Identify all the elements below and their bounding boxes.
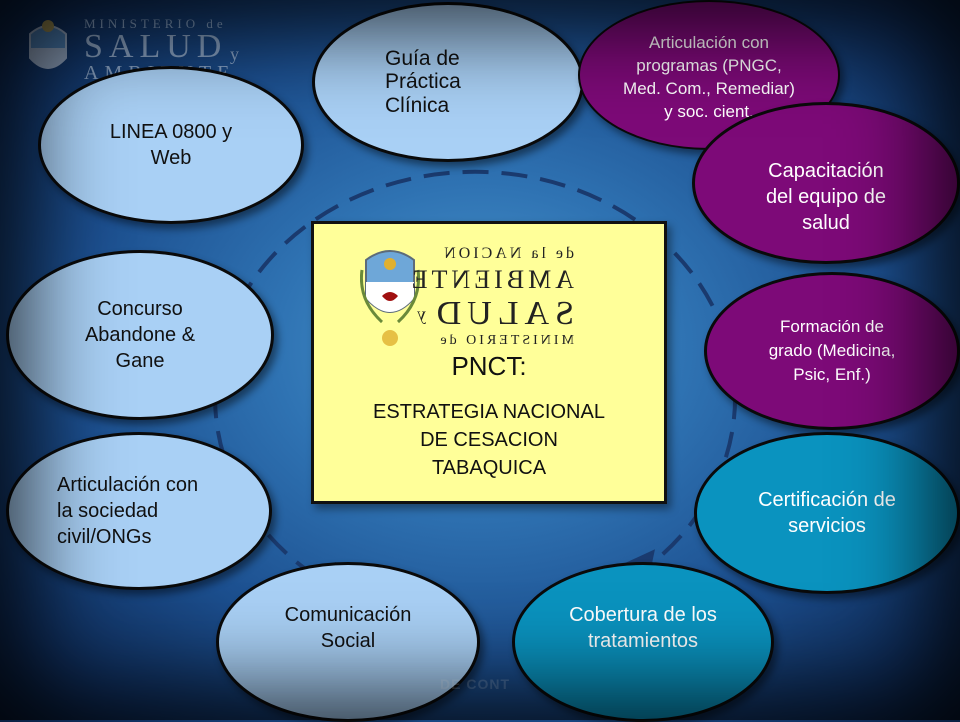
center-title: PNCT: — [451, 351, 527, 381]
header-logo-line-1: MINISTERIO de — [84, 16, 227, 31]
ministry-logo-mirrored: de la NACION AMBIENTE SALUD y MINISTERIO… — [360, 245, 574, 348]
node-articulacion-programas: Articulación con programas (PNGC, Med. C… — [578, 0, 840, 150]
node-articulacion-sociedad-civil: Articulación con la sociedad civil/ONGs — [6, 432, 272, 590]
node-concurso-label: Concurso Abandone & Gane — [84, 298, 196, 372]
node-formacion-grado: Formación de grado (Medicina, Psic, Enf.… — [704, 272, 960, 430]
logo-line-4: de la NACION — [441, 245, 574, 262]
node-comunicacion-social: Comunicación Social — [216, 562, 480, 722]
node-cobertura-tratamientos: Cobertura de los tratamientos — [512, 562, 774, 722]
logo-line-2b: y — [417, 304, 426, 324]
header-logo-line-2b: y — [230, 44, 239, 64]
node-concurso-abandone-gane: Concurso Abandone & Gane — [6, 250, 274, 420]
logo-line-3: AMBIENTE — [408, 265, 574, 294]
node-articulacion-sociedad-label: Articulación con la sociedad civil/ONGs — [57, 474, 199, 548]
node-capacitacion-label: Capacitación del equipo de salud — [765, 160, 887, 234]
node-linea-0800-web: LINEA 0800 y Web — [38, 66, 304, 224]
header-logo-line-2: SALUD — [84, 28, 228, 65]
node-guia-practica-clinica: Guía de Práctica Clínica — [312, 2, 584, 162]
node-guia-label: Guía de Práctica Clínica — [385, 46, 461, 117]
node-comunicacion-label: Comunicación Social — [284, 604, 412, 652]
center-subtitle: ESTRATEGIA NACIONAL DE CESACION TABAQUIC… — [373, 401, 605, 479]
logo-line-1: MINISTERIO de — [437, 333, 574, 348]
node-linea-label: LINEA 0800 y Web — [109, 121, 233, 169]
node-cobertura-label: Cobertura de los tratamientos — [569, 604, 717, 652]
footer-strip-text: DE CONT — [440, 676, 510, 692]
node-capacitacion-equipo-salud: Capacitación del equipo de salud — [692, 102, 960, 264]
center-strategy-box: de la NACION AMBIENTE SALUD y MINISTERIO… — [311, 221, 667, 504]
coat-of-arms-icon — [29, 20, 67, 69]
logo-line-2: SALUD — [431, 295, 574, 332]
node-formacion-label: Formación de grado (Medicina, Psic, Enf.… — [768, 317, 896, 384]
node-certificacion-label: Certificación de servicios — [758, 489, 896, 537]
node-articulacion-programas-label: Articulación con programas (PNGC, Med. C… — [623, 33, 795, 121]
node-certificacion-servicios: Certificación de servicios — [694, 432, 960, 594]
